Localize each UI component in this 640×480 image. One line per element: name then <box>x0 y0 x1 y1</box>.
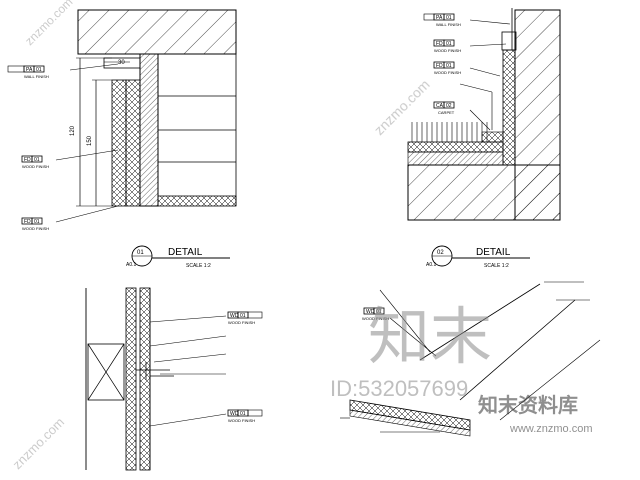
svg-text:WALL FINISH: WALL FINISH <box>24 74 49 79</box>
tag-wood-finish-d1a: FD 01 WOOD FINISH <box>21 155 49 169</box>
panel-right <box>139 287 151 471</box>
svg-text:SCALE 1:2: SCALE 1:2 <box>186 263 211 269</box>
tag-wood-finish-d4: WD 01 WOOD FINISH <box>362 307 389 321</box>
detail-02-drawing <box>407 8 561 221</box>
watermark-side-left: znzmo.com <box>10 415 68 473</box>
wall-cladding <box>502 49 516 166</box>
tag-wood-finish-d3a: WD 01 WOOD FINISH <box>227 311 263 325</box>
svg-text:WD: WD <box>230 313 239 319</box>
watermark-side-top: znzmo.com <box>22 0 75 48</box>
svg-text:01: 01 <box>137 250 144 256</box>
tag-wood-finish-d3b: WD 01 WOOD FINISH <box>227 409 263 423</box>
watermark-logo: 知末 <box>368 303 492 372</box>
detail-03-drawing <box>85 287 227 471</box>
svg-text:WOOD FINISH: WOOD FINISH <box>434 48 461 53</box>
ceiling-slab <box>77 9 237 55</box>
svg-text:01: 01 <box>446 41 452 47</box>
panel-left <box>125 287 137 471</box>
svg-text:01: 01 <box>36 67 42 73</box>
floor-finish <box>407 141 504 153</box>
svg-text:WOOD FINISH: WOOD FINISH <box>434 70 461 75</box>
svg-text:FD: FD <box>24 219 31 225</box>
top-molding <box>501 31 517 51</box>
detail-01-drawing: 30 120 150 <box>55 9 237 223</box>
tag-wood-finish-d2b: FD 01 WOOD FINISH <box>433 61 461 75</box>
watermark-url: www.znzmo.com <box>509 423 593 435</box>
tag-wall-finish-d1: PA 01 WALL FINISH <box>7 65 49 79</box>
svg-text:01: 01 <box>240 313 246 319</box>
tag-wood-finish-d2a: FD 01 WOOD FINISH <box>433 39 461 53</box>
svg-text:WOOD FINISH: WOOD FINISH <box>228 320 255 325</box>
svg-text:WD: WD <box>366 309 375 315</box>
svg-text:WOOD FINISH: WOOD FINISH <box>362 316 389 321</box>
dim-120: 120 <box>70 125 76 136</box>
svg-text:WD: WD <box>230 411 239 417</box>
tag-carpet-d2: CA 02 CARPET <box>433 101 455 115</box>
svg-text:02: 02 <box>437 250 444 256</box>
wood-panel <box>111 79 127 207</box>
wood-panel-inner <box>125 79 141 207</box>
wall-panel <box>139 53 159 207</box>
svg-text:01: 01 <box>34 157 40 163</box>
svg-text:FD: FD <box>436 41 443 47</box>
dim-150: 150 <box>87 135 93 146</box>
watermark-id: ID:532057699 <box>330 376 468 401</box>
svg-text:DETAIL: DETAIL <box>476 247 511 258</box>
svg-text:PA: PA <box>26 67 33 73</box>
tag-wall-finish-d2: PA 01 WALL FINISH <box>423 13 461 27</box>
svg-text:WOOD FINISH: WOOD FINISH <box>228 418 255 423</box>
svg-text:01: 01 <box>34 219 40 225</box>
svg-text:01: 01 <box>376 309 382 315</box>
svg-text:CA: CA <box>436 103 444 109</box>
svg-text:01: 01 <box>446 63 452 69</box>
svg-text:FD: FD <box>24 157 31 163</box>
watermark-brand: 知末资料库 <box>478 393 578 417</box>
svg-text:DETAIL: DETAIL <box>168 247 203 258</box>
underlay <box>407 151 504 166</box>
svg-text:PA: PA <box>436 15 443 21</box>
svg-text:SCALE 1:2: SCALE 1:2 <box>484 263 509 269</box>
svg-text:02: 02 <box>446 103 452 109</box>
svg-text:WALL FINISH: WALL FINISH <box>436 22 461 27</box>
tag-wood-finish-d1b: FD 01 WOOD FINISH <box>21 217 49 231</box>
detail-04-drawing <box>340 281 601 437</box>
carpet-pile <box>408 122 488 142</box>
svg-text:A0.1: A0.1 <box>426 262 437 268</box>
svg-text:01: 01 <box>240 411 246 417</box>
svg-text:WOOD FINISH: WOOD FINISH <box>22 164 49 169</box>
svg-text:WOOD FINISH: WOOD FINISH <box>22 226 49 231</box>
dim-30: 30 <box>118 60 125 66</box>
svg-text:FD: FD <box>436 63 443 69</box>
floor-slab <box>407 164 561 221</box>
detail-01-title: 01 A0.1 DETAIL SCALE 1:2 <box>126 245 230 269</box>
svg-text:A0.1: A0.1 <box>126 262 137 268</box>
top-trim <box>103 57 141 69</box>
stud <box>87 343 125 401</box>
base-board <box>157 195 237 207</box>
detail-02-title: 02 A0.1 DETAIL SCALE 1:2 <box>426 245 530 269</box>
svg-text:CARPET: CARPET <box>438 110 455 115</box>
svg-text:01: 01 <box>446 15 452 21</box>
